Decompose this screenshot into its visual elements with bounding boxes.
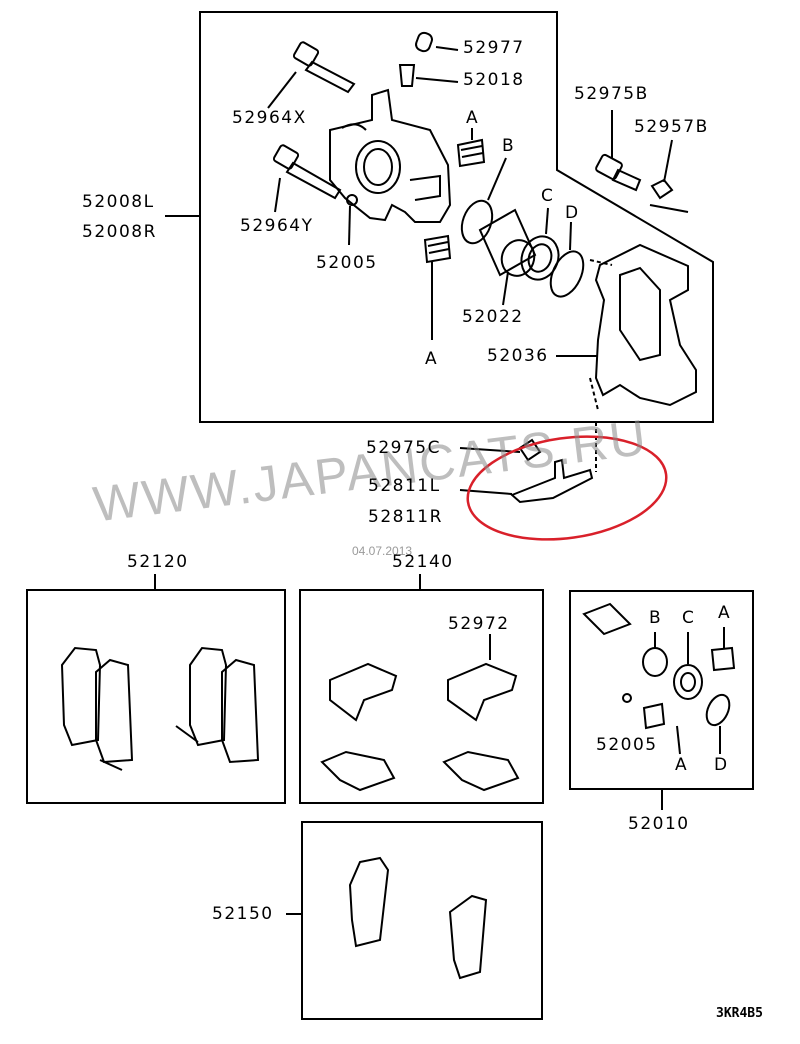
- label-52811r: 52811R: [368, 507, 443, 527]
- clip-kit-box-52140: [299, 589, 544, 804]
- label-52972: 52972: [448, 614, 510, 634]
- label-52005-top: 52005: [316, 253, 378, 273]
- label-52140: 52140: [392, 552, 454, 572]
- label-52964y: 52964Y: [240, 216, 314, 236]
- date-stamp: 04.07.2013: [352, 544, 413, 558]
- label-52964x: 52964X: [232, 108, 307, 128]
- seal-52005: [346, 194, 358, 206]
- caliper-assembly-frame: [199, 11, 714, 423]
- shims-52150: [348, 856, 488, 980]
- boot-a-lower: [423, 234, 452, 340]
- seal-kit-contents-52010: [582, 602, 736, 755]
- highlight-oval: [466, 435, 668, 541]
- boot-a-upper: [456, 128, 486, 168]
- label-52811l: 52811L: [368, 476, 441, 496]
- label-52008r: 52008R: [82, 222, 157, 242]
- label-52957b: 52957B: [634, 117, 709, 137]
- caliper-bracket-52036: [556, 243, 697, 407]
- label-c-kit: C: [682, 608, 696, 628]
- label-52005-kit: 52005: [596, 735, 658, 755]
- piston-52022: [478, 208, 537, 306]
- piston-seal-b: [460, 199, 494, 245]
- shim-box-52150: [301, 821, 543, 1020]
- bleeder-screw-52018: [398, 64, 459, 87]
- mount-bolt-52975b: [595, 110, 642, 192]
- label-52120: 52120: [127, 552, 189, 572]
- label-52036: 52036: [487, 346, 549, 366]
- label-d-top: D: [565, 203, 580, 223]
- label-52010: 52010: [628, 814, 690, 834]
- pad-kit-box-52120: [26, 589, 286, 804]
- washer-52957b: [650, 139, 674, 200]
- label-c-top: C: [541, 186, 555, 206]
- label-b-top: B: [502, 136, 516, 156]
- ring-d: [549, 250, 585, 298]
- label-52008l: 52008L: [82, 192, 155, 212]
- label-52150: 52150: [212, 904, 274, 924]
- label-a-mid: A: [425, 349, 439, 369]
- diagram-code: 3KR4B5: [716, 1006, 763, 1021]
- pad-clips-52140: [320, 634, 520, 792]
- bleeder-cap-52977: [415, 31, 459, 53]
- label-a-top: A: [466, 108, 480, 128]
- label-52022: 52022: [462, 307, 524, 327]
- guide-pin-bolt-52964y: [272, 144, 342, 213]
- label-b-kit: B: [649, 608, 663, 628]
- label-52018: 52018: [463, 70, 525, 90]
- piston-boot-c: [520, 207, 560, 281]
- brake-pads-52120: [60, 646, 260, 771]
- label-a-kit-bottom: A: [675, 755, 689, 775]
- guide-pin-bolt-52964x: [267, 41, 356, 109]
- label-52975b: 52975B: [574, 84, 649, 104]
- label-52977: 52977: [463, 38, 525, 58]
- label-d-kit: D: [714, 755, 729, 775]
- label-52975c: 52975C: [366, 438, 441, 458]
- caliper-body: [329, 88, 452, 223]
- label-a-kit: A: [718, 603, 732, 623]
